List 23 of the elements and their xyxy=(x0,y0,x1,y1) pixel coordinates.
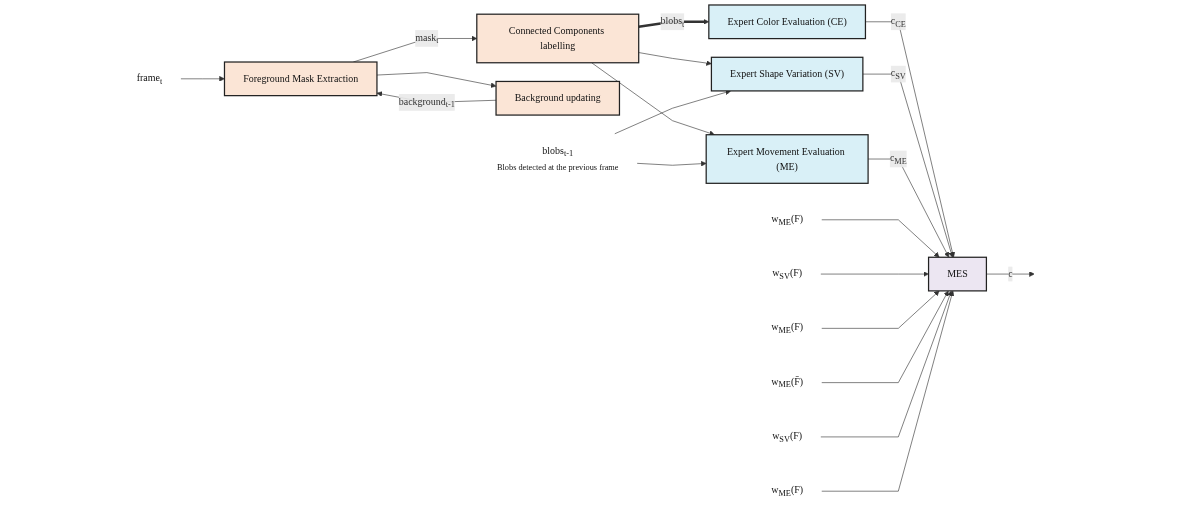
node-text: w$_{ME}$(F) xyxy=(770,321,803,335)
edge-label: background$_{t-1}$ xyxy=(398,95,455,110)
node-box: Background updating xyxy=(495,80,620,116)
node-box: Connected Components labelling xyxy=(475,13,639,64)
node-text: w$_{SV}$(F) xyxy=(771,267,802,281)
node-box: Foreground Mask Extraction xyxy=(223,61,378,97)
edge-label: c$_{ME}$ xyxy=(889,152,907,166)
node-text: w$_{ME}$(F) xyxy=(770,213,803,227)
edge-label: blobs$_{t}$ xyxy=(660,15,684,29)
node-box: MES xyxy=(927,256,987,292)
edge-label: mask$_{t}$ xyxy=(414,31,439,46)
node-text: blobs$_{t-1}$ xyxy=(541,144,573,159)
node-box: Expert Shape Variation (SV) xyxy=(710,56,864,92)
node-box: Expert Color Evaluation (CE) xyxy=(707,4,866,40)
edge-label: c xyxy=(1007,268,1013,280)
edge-label: c$_{SV}$ xyxy=(890,67,906,81)
edge-label: c$_{CE}$ xyxy=(890,15,906,29)
node-text: w$_{ME}$(F) xyxy=(770,484,803,498)
node-text: frame$_{t}$ xyxy=(136,72,162,86)
node-text: w$_{ME}$(F̄) xyxy=(770,376,803,390)
node-box: Expert Movement Evaluation (ME) xyxy=(705,134,869,184)
node-label: Blobs detected at the previous frame xyxy=(496,163,619,173)
node-text: w$_{SV}$(F) xyxy=(771,430,802,444)
